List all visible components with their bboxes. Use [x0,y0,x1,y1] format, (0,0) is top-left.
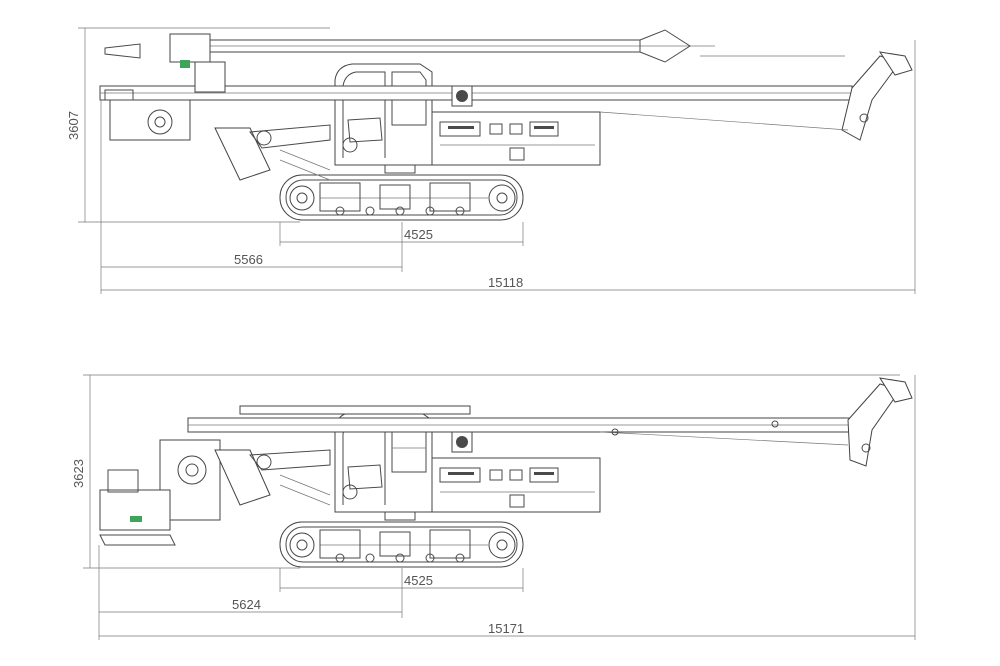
rear-distance-label-view-1: 5566 [234,252,263,267]
track-length-label-view-1: 4525 [404,227,433,242]
overall-length-label-view-1: 15118 [488,275,523,290]
crawler-track-view-2 [279,521,524,568]
height-dimension-view-1: 3607 [66,27,330,223]
track-length-label-view-2: 4525 [404,573,433,588]
track-length-dimension-view-1: 4525 [279,222,524,246]
track-length-dimension-view-2: 4525 [279,568,524,592]
overall-length-dimension-view-1: 15118 [100,40,916,294]
mast-view-1 [99,29,853,101]
overall-length-dimension-view-2: 15171 [98,375,916,640]
winch-view-2 [451,431,473,453]
crawler-track-view-1 [279,174,524,221]
rear-distance-label-view-2: 5624 [232,597,261,612]
overall-length-label-view-2: 15171 [488,621,524,636]
rear-distance-dimension-view-1: 5566 [100,100,403,272]
view-2-drilling-rig: 3623 [71,374,916,640]
view-1-drilling-rig: 3607 [66,27,916,294]
operator-cab-view-1 [334,63,433,166]
winch-view-1 [451,85,473,107]
rotary-head-view-1 [104,89,331,181]
front-arm-view-2 [847,377,913,467]
mast-view-2 [187,405,851,446]
upper-structure-view-2 [384,457,601,521]
height-label-view-2: 3623 [71,459,86,488]
rear-distance-dimension-view-2: 5624 [98,545,403,618]
rotary-head-view-2 [99,439,331,546]
height-label-view-1: 3607 [66,111,81,140]
front-arm-view-1 [599,51,913,141]
height-dimension-view-2: 3623 [71,374,900,569]
